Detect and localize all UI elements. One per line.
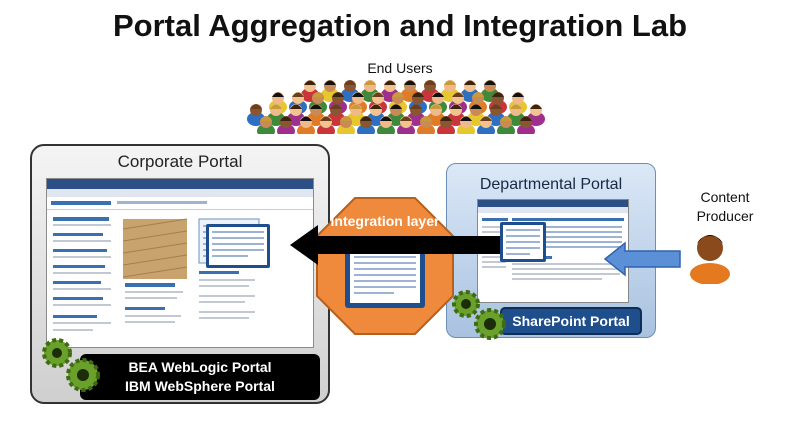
person-hair: [344, 80, 356, 85]
person-body: [497, 124, 515, 134]
person-hair: [432, 92, 444, 97]
corporate-portal-screenshot-icon: [47, 179, 313, 331]
content-producer-label: Content Producer: [680, 188, 770, 226]
person-hair: [360, 116, 372, 121]
person-hair: [404, 80, 416, 85]
person-hair: [520, 116, 532, 121]
person-hair: [270, 104, 282, 109]
content-producer-person-icon: [690, 235, 730, 284]
person-hair: [440, 116, 452, 121]
person-hair: [332, 92, 344, 97]
person-hair: [364, 80, 376, 85]
person-hair: [480, 116, 492, 121]
person-body: [317, 124, 335, 134]
person-body: [437, 124, 455, 134]
footer-line-websphere: IBM WebSphere Portal: [125, 378, 275, 394]
person-hair: [400, 116, 412, 121]
content-producer-line2: Producer: [696, 208, 754, 224]
person-hair: [292, 92, 304, 97]
person-body: [357, 124, 375, 134]
person-hair: [450, 104, 462, 109]
person-hair: [410, 104, 422, 109]
person-hair: [384, 80, 396, 85]
person-hair: [390, 104, 402, 109]
person-hair: [424, 80, 436, 85]
corporate-portal-screenshot: [46, 178, 314, 348]
footer-line-weblogic: BEA WebLogic Portal: [128, 359, 272, 375]
end-users-crowd-icon: [247, 80, 545, 134]
gear-icon: [66, 358, 100, 392]
person-hair: [510, 104, 522, 109]
departmental-portal-screenshot-icon: [478, 200, 628, 280]
person-hair: [492, 92, 504, 97]
person-hair: [472, 92, 484, 97]
person-hair: [370, 104, 382, 109]
integration-layer-label: Integration layer: [330, 213, 440, 229]
person-body: [477, 124, 495, 134]
person-hair: [420, 116, 432, 121]
person-body: [417, 124, 435, 134]
person-hair: [430, 104, 442, 109]
person-hair: [392, 92, 404, 97]
person-body: [277, 124, 295, 134]
person-hair: [272, 92, 284, 97]
person-hair: [500, 116, 512, 121]
person-hair: [320, 116, 332, 121]
person-hair: [460, 116, 472, 121]
person-hair: [300, 116, 312, 121]
person-hair: [290, 104, 302, 109]
departmental-portal-title: Departmental Portal: [479, 176, 623, 193]
person-hair: [352, 92, 364, 97]
person-hair: [452, 92, 464, 97]
sharepoint-portal-badge: SharePoint Portal: [500, 307, 642, 335]
person-body: [337, 124, 355, 134]
person-hair: [444, 80, 456, 85]
person-hair: [470, 104, 482, 109]
person-body: [457, 124, 475, 134]
person-hair: [330, 104, 342, 109]
person-hair: [464, 80, 476, 85]
person-hair: [512, 92, 524, 97]
person-body: [297, 124, 315, 134]
person-hair: [530, 104, 542, 109]
person-hair: [312, 92, 324, 97]
person-hair: [380, 116, 392, 121]
departmental-portal-screenshot: [477, 199, 629, 303]
person-hair: [340, 116, 352, 121]
person-body: [517, 124, 535, 134]
person-hair: [490, 104, 502, 109]
person-hair: [304, 80, 316, 85]
person-hair: [350, 104, 362, 109]
person-hair: [372, 92, 384, 97]
person-hair: [324, 80, 336, 85]
person-hair: [260, 116, 272, 121]
person-body: [257, 124, 275, 134]
person-hair: [412, 92, 424, 97]
corporate-portal-title: Corporate Portal: [117, 152, 243, 171]
person-hair: [484, 80, 496, 85]
person-body: [377, 124, 395, 134]
person-hair: [280, 116, 292, 121]
diagram-title: Portal Aggregation and Integration Lab: [112, 8, 688, 43]
person-hair: [310, 104, 322, 109]
person-body: [397, 124, 415, 134]
gear-icon: [452, 290, 480, 318]
content-producer-line1: Content: [700, 189, 750, 205]
gear-icon: [474, 308, 506, 340]
person-hair: [250, 104, 262, 109]
gear-icon: [42, 338, 72, 368]
end-users-label: End Users: [367, 60, 433, 76]
corporate-portal-products-label: BEA WebLogic Portal IBM WebSphere Portal: [80, 354, 320, 400]
